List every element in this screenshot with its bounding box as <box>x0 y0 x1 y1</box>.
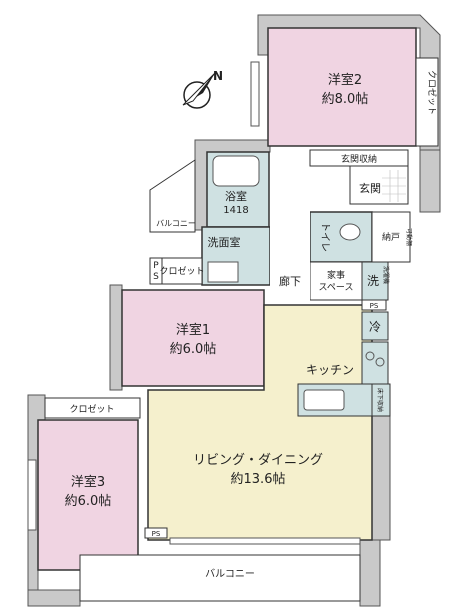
ps-right-label: PS <box>370 302 379 310</box>
bedroom1-name: 洋室1 <box>176 322 210 338</box>
toilet-bowl <box>339 223 361 241</box>
entrance-label: 玄関 <box>359 181 381 195</box>
storage-label: 納戸 <box>382 231 400 243</box>
living-size: 約13.6帖 <box>231 472 286 487</box>
bath-size: 1418 <box>223 205 248 216</box>
tiny-label-3: 洗濯機 <box>382 266 390 284</box>
stove-burner-2 <box>375 357 385 367</box>
hallway-label: 廊下 <box>279 274 301 288</box>
fridge-area <box>361 311 389 341</box>
ps-right-box <box>361 299 387 311</box>
washer-label: 洗 <box>367 274 379 288</box>
kitchen-storage <box>371 383 391 417</box>
washroom-label: 洗面室 <box>208 235 241 249</box>
ps-left-label-p: P <box>153 261 159 271</box>
small-balcony-label: バルコニー <box>156 219 196 228</box>
toilet-label: トイレ <box>319 222 330 252</box>
bedroom2-name: 洋室2 <box>328 72 362 88</box>
stove-burner-1 <box>365 351 375 361</box>
ps-bottom-label: PS <box>152 530 161 538</box>
housework-label-bottom: スペース <box>319 283 354 293</box>
entrance-tiles <box>382 170 406 202</box>
main-balcony-label: バルコニー <box>205 568 255 580</box>
window-b3 <box>27 459 37 531</box>
bedroom2-floor <box>267 27 417 147</box>
compass-north-label: N <box>213 69 223 83</box>
storage-area <box>371 211 411 263</box>
bathtub <box>212 155 260 187</box>
hallway-floor <box>270 204 310 324</box>
kitchen-label: キッチン <box>306 363 354 377</box>
housework-space-area <box>309 261 363 301</box>
closet-b3-label: クロゼット <box>69 403 114 415</box>
ps-left-label-s: S <box>153 272 159 282</box>
ps-bottom-box <box>144 527 168 539</box>
living-window <box>169 537 361 545</box>
main-balcony <box>79 554 361 602</box>
bedroom1-size: 約6.0帖 <box>170 342 217 357</box>
entrance-area <box>349 165 409 205</box>
washbasin <box>207 261 239 283</box>
bedroom1-floor <box>121 289 265 387</box>
bedroom3-size: 約6.0帖 <box>65 494 112 509</box>
entrance-storage-label: 玄関収納 <box>341 153 377 165</box>
tiny-label-1: 可動棚 <box>405 228 413 246</box>
closet-hall-label: クロゼット <box>159 265 204 277</box>
fridge-label: 冷 <box>369 320 381 334</box>
compass-icon <box>182 72 216 109</box>
closet-b2-area <box>415 57 439 147</box>
tiny-label-2: 床下収納 <box>376 388 384 412</box>
bath-name: 浴室 <box>225 189 247 203</box>
kitchen-sink <box>303 389 345 411</box>
housework-label-top: 家事 <box>327 269 345 281</box>
small-balcony <box>149 159 196 233</box>
bedroom2-size: 約8.0帖 <box>322 92 369 107</box>
closet-b3-area <box>44 397 141 419</box>
closet-hall-area <box>161 257 203 285</box>
living-name: リビング・ダイニング <box>193 453 323 468</box>
bedroom3-name: 洋室3 <box>71 474 105 490</box>
window-b2 <box>250 61 260 127</box>
closet-b2-label: クロゼット <box>426 70 438 115</box>
washer-area <box>361 261 389 301</box>
